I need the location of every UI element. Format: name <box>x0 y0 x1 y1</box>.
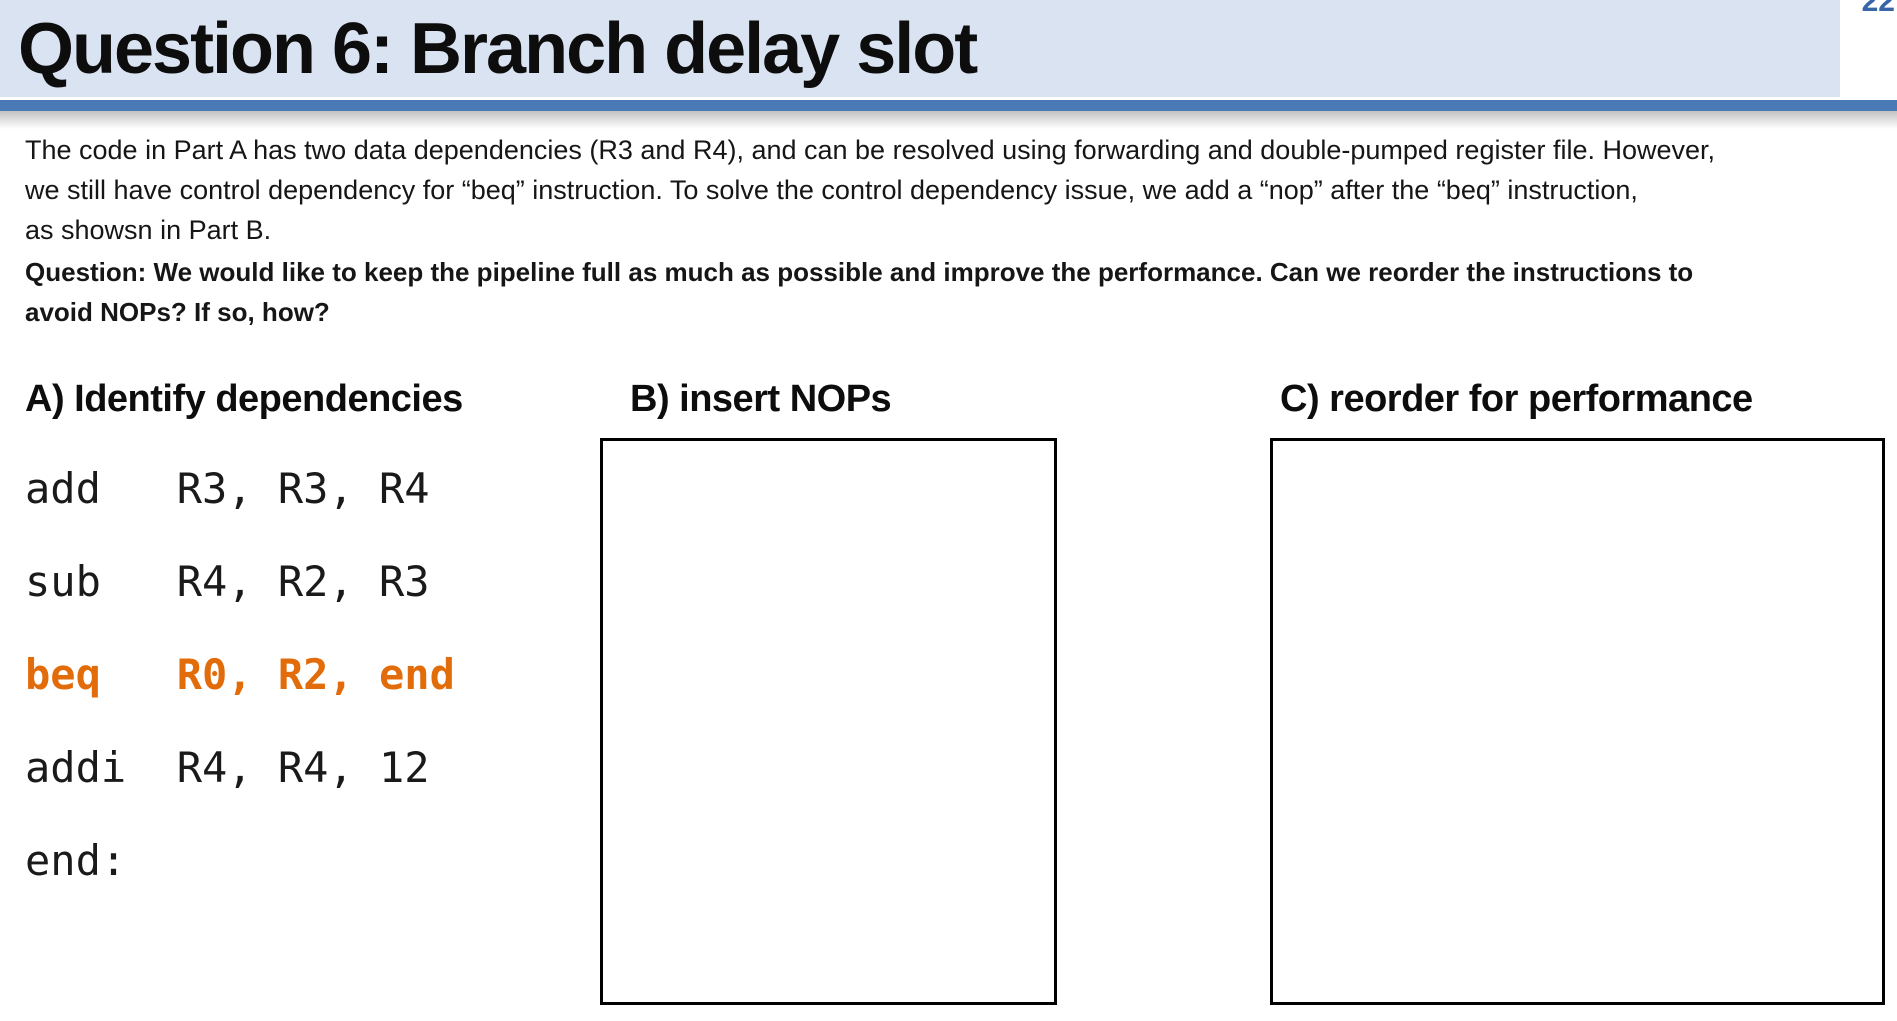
question-line-2: avoid NOPs? If so, how? <box>25 297 330 327</box>
section-b-heading: B) insert NOPs <box>630 378 892 420</box>
title-bar: Question 6: Branch delay slot <box>0 0 1840 97</box>
question-line-1: Question: We would like to keep the pipe… <box>25 257 1694 287</box>
code-line: add R3, R3, R4 <box>25 464 430 513</box>
title-divider-shadow <box>0 111 1897 129</box>
code-block: add R3, R3, R4 sub R4, R2, R3 beq R0, R2, … <box>25 442 455 907</box>
question-paragraph: Question: We would like to keep the pipe… <box>25 252 1693 332</box>
code-line: beq R0, R2, end <box>25 650 455 699</box>
section-a-heading: A) Identify dependencies <box>25 378 463 420</box>
code-line: addi R4, R4, 12 <box>25 743 430 792</box>
slide-title: Question 6: Branch delay slot <box>18 9 978 89</box>
answer-box-insert-nops <box>600 438 1057 1005</box>
title-divider-rule <box>0 100 1897 111</box>
section-c-heading: C) reorder for performance <box>1280 378 1753 420</box>
page-number: 22 <box>1861 0 1895 18</box>
intro-line-2: we still have control dependency for “be… <box>25 175 1638 205</box>
intro-line-1: The code in Part A has two data dependen… <box>25 135 1716 165</box>
code-line: end: <box>25 836 127 885</box>
intro-paragraph: The code in Part A has two data dependen… <box>25 130 1715 250</box>
code-line: sub R4, R2, R3 <box>25 557 430 606</box>
intro-line-3: as showsn in Part B. <box>25 215 272 245</box>
answer-box-reorder <box>1270 438 1885 1005</box>
